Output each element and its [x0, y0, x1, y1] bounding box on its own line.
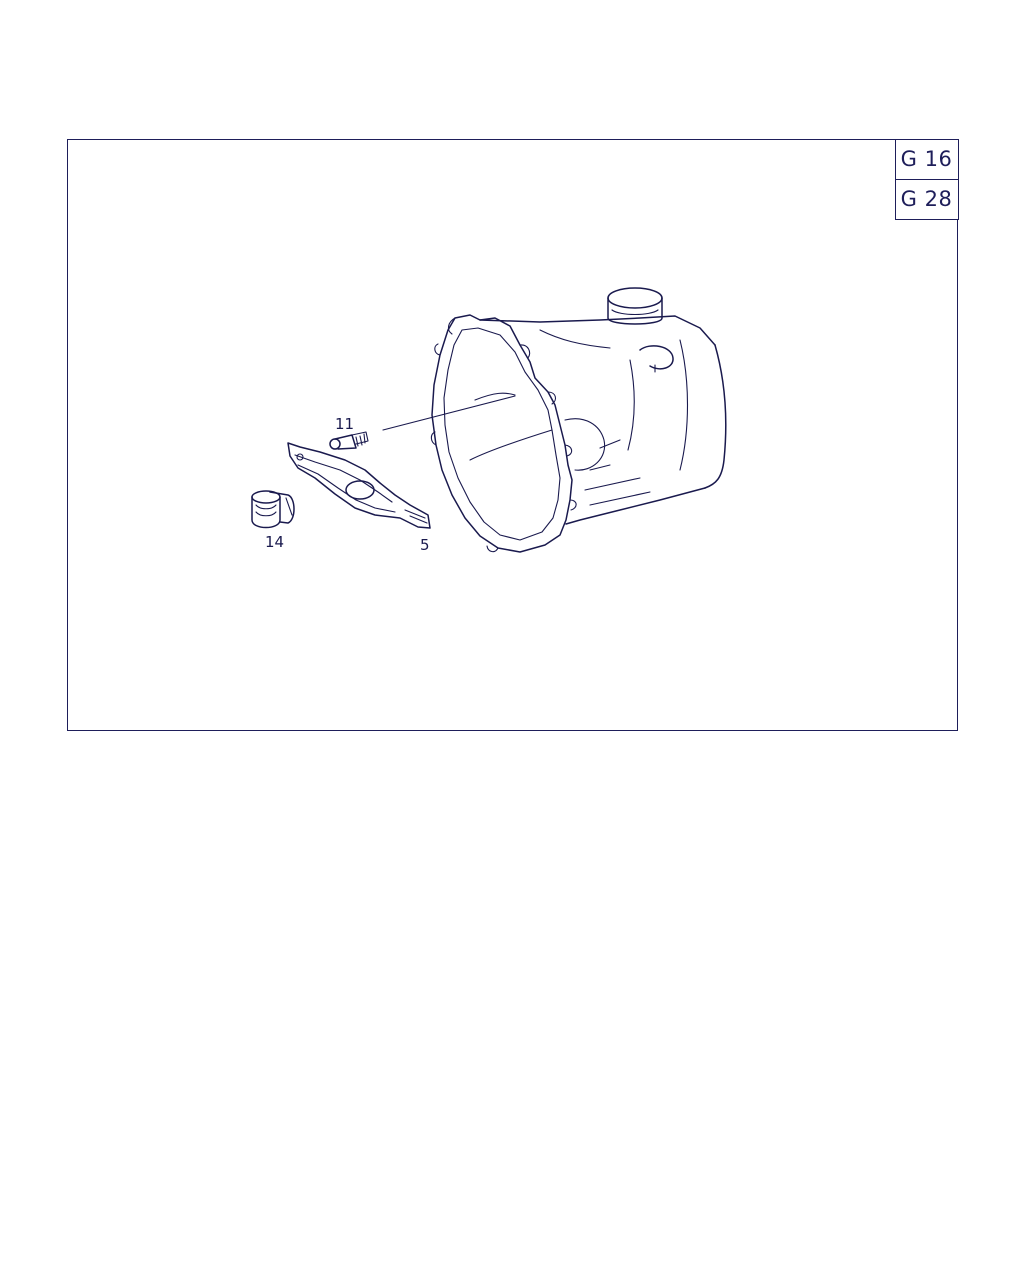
pivot-bolt-part-11[interactable]: [329, 431, 369, 450]
release-fork-part-5[interactable]: [287, 442, 431, 529]
leader-line-11: [382, 395, 516, 431]
diagram-frame: G 16 G 28: [67, 138, 959, 731]
group-code-g28[interactable]: G 28: [895, 178, 958, 219]
group-code-g16[interactable]: G 16: [900, 147, 953, 171]
release-bearing-part-14[interactable]: [251, 490, 295, 529]
group-code-box: G 16 G 28: [894, 138, 959, 220]
callout-5: 5: [420, 536, 430, 554]
callout-11: 11: [335, 415, 354, 433]
transmission-housing: [430, 287, 727, 553]
callout-14: 14: [265, 533, 284, 551]
